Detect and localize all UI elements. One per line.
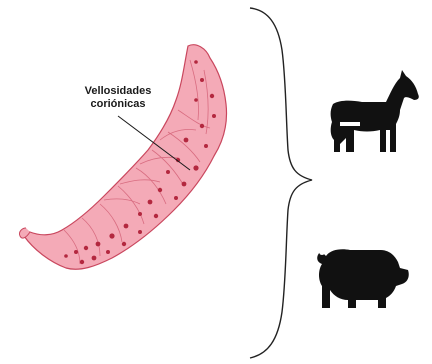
chorionic-villi-label: Vellosidades coriónicas (58, 85, 178, 111)
placenta-tissue (19, 45, 226, 270)
label-line-2: coriónicas (58, 98, 178, 111)
label-line-1: Vellosidades (58, 85, 178, 98)
horse-icon (331, 70, 419, 152)
pig-icon (317, 249, 409, 308)
curly-brace (250, 8, 312, 358)
